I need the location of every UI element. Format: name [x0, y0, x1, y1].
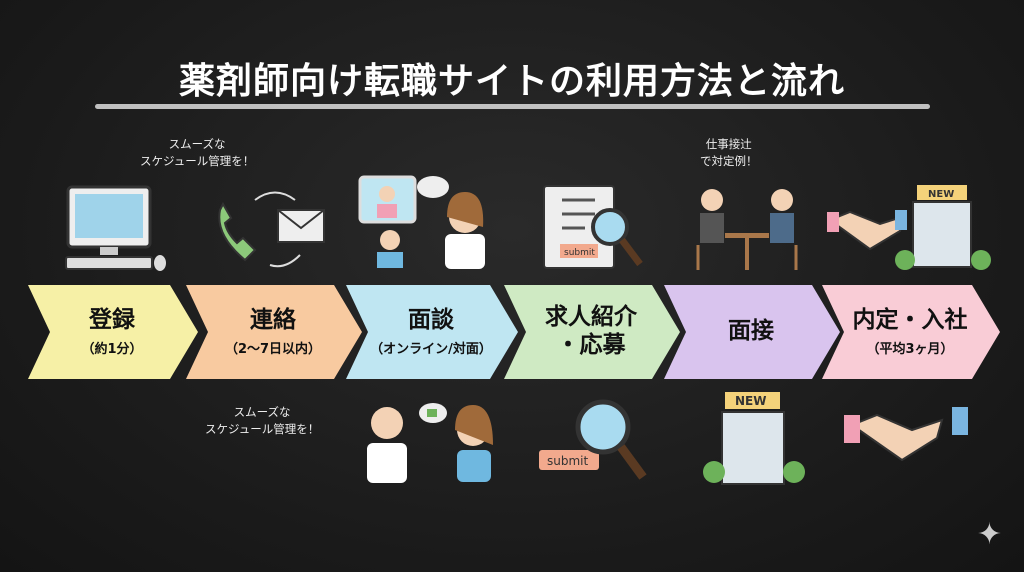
consultation-pharmacist-icon [367, 403, 493, 483]
step-title: 求人紹介 ・応募 [545, 304, 637, 358]
note-schedule-top: スムーズな スケジュール管理を！ [140, 137, 255, 168]
interview-meeting-icon [696, 189, 798, 270]
new-building-icon: NEW [703, 392, 805, 485]
step-title: 登録 [89, 306, 135, 333]
title-underline [95, 104, 930, 109]
step-consultation: 面談 （オンライン/対面） [346, 285, 518, 379]
handshake-icon [844, 407, 968, 462]
page-title: 薬剤師向け転職サイトの利用方法と流れ [178, 61, 845, 102]
step-job-introduction: 求人紹介 ・応募 [504, 285, 680, 379]
submit-label: submit [564, 248, 595, 258]
step-register: 登録 （約1分） [28, 285, 198, 379]
step-subtitle: （2〜7日以内） [224, 342, 322, 358]
step-interview: 面接 [664, 285, 840, 379]
step-title: 連絡 [250, 306, 296, 333]
step-title: 面接 [728, 318, 774, 345]
step-title: 内定・入社 [852, 306, 968, 333]
step-subtitle: （約1分） [81, 342, 143, 358]
note-schedule-bottom: スムーズな スケジュール管理を！ [205, 405, 320, 436]
submit-search-icon: submit [539, 399, 647, 480]
computer-icon [65, 185, 166, 271]
new-sign: NEW [735, 394, 766, 408]
new-sign: NEW [928, 189, 954, 200]
note-interview-top: 仕事接辻 で対定例！ [700, 137, 758, 168]
step-offer-joining: 内定・入社 （平均3ヶ月） [822, 285, 1000, 379]
step-subtitle: （オンライン/対面） [370, 342, 492, 358]
step-contact: 連絡 （2〜7日以内） [186, 285, 362, 379]
sparkle-icon: ✦ [976, 517, 1002, 552]
step-subtitle: （平均3ヶ月） [866, 342, 954, 358]
submit-label: submit [547, 454, 588, 468]
job-search-icon: submit [543, 185, 643, 269]
video-consultation-icon [358, 175, 485, 269]
phone-and-mail-icon [218, 191, 325, 268]
handshake-and-building-icon: NEW [827, 185, 991, 270]
step-title: 面談 [408, 306, 454, 333]
